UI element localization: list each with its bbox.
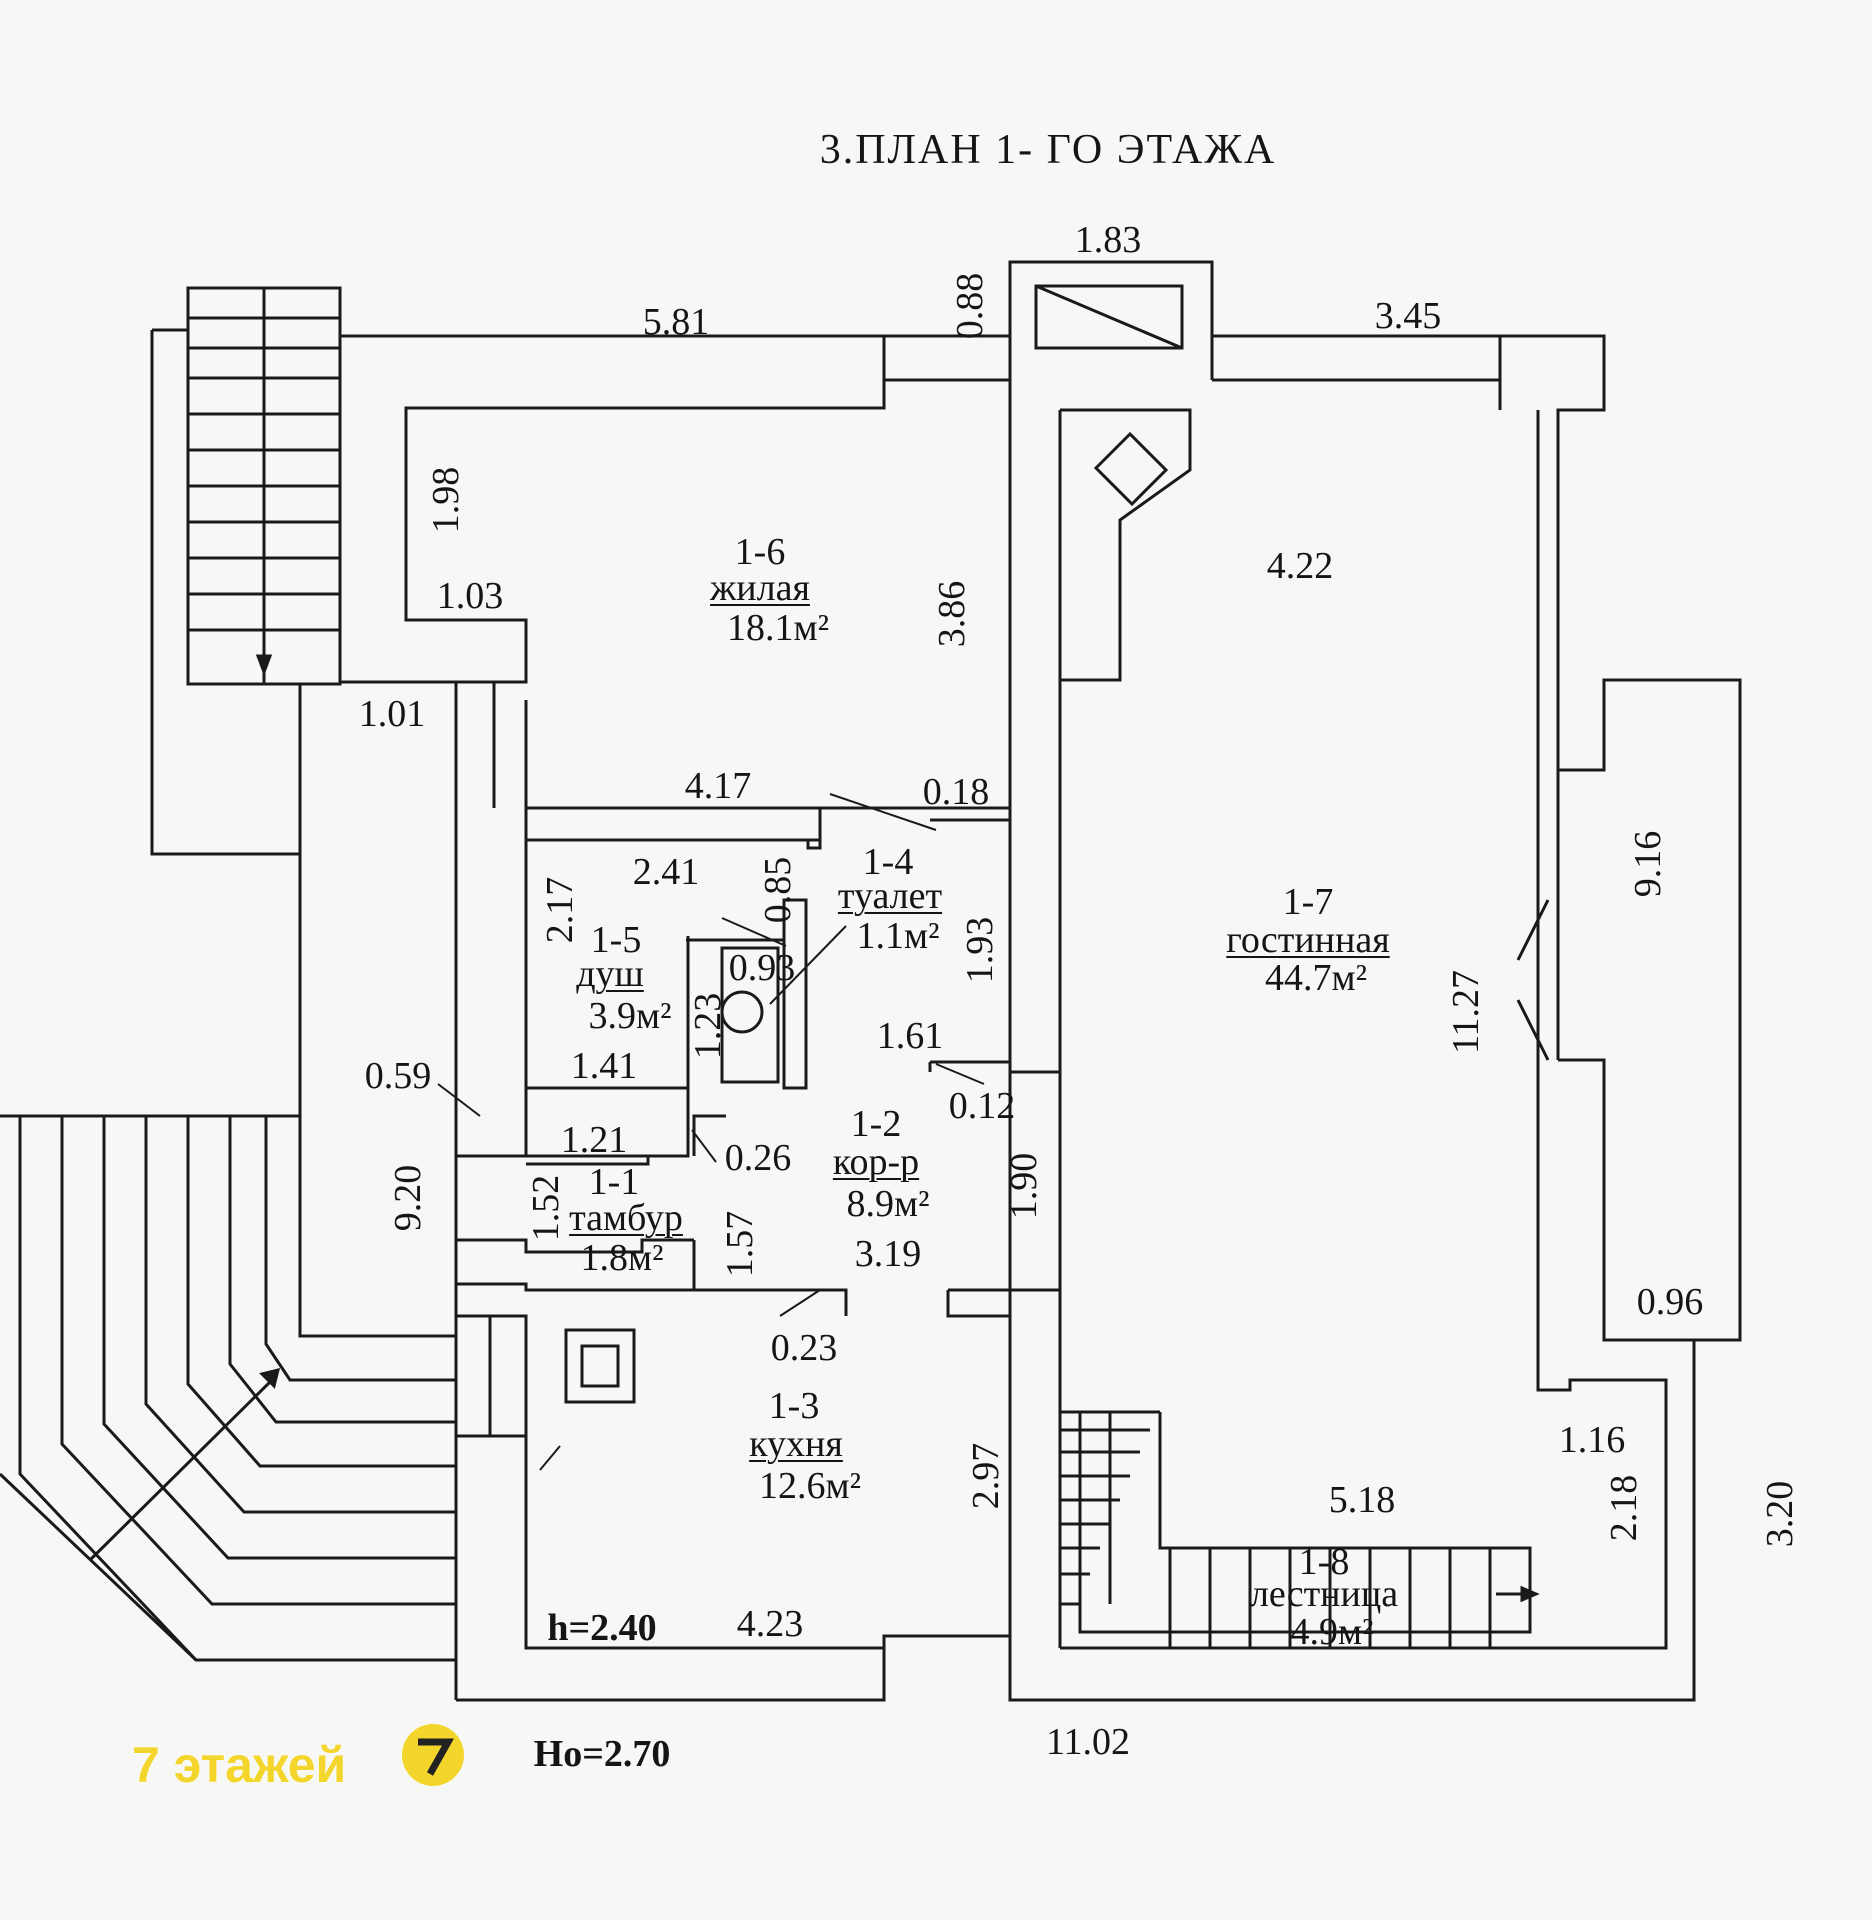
dim-2-97: 2.97: [965, 1442, 1007, 1510]
room-1-5-number: 1-5: [590, 919, 642, 961]
dim-1-52: 1.52: [525, 1174, 567, 1242]
room-1-2-name: кор-р: [832, 1141, 920, 1183]
room-1-1-area: 1.8м²: [580, 1237, 664, 1279]
dim-1-16: 1.16: [1558, 1419, 1626, 1461]
exterior-walls: [338, 260, 1742, 1702]
dim-1-21: 1.21: [560, 1119, 628, 1161]
chimney-block: [1034, 284, 1192, 682]
dim-1-61: 1.61: [876, 1015, 944, 1057]
dim-1-90: 1.90: [1003, 1152, 1045, 1220]
dim-1-01: 1.01: [358, 693, 426, 735]
dim-3-19: 3.19: [854, 1233, 922, 1275]
room-1-3-area: 12.6м²: [759, 1465, 861, 1507]
room-1-1-number: 1-1: [588, 1161, 640, 1203]
room-1-7-area: 44.7м²: [1265, 957, 1367, 999]
dim-3-20: 3.20: [1759, 1480, 1801, 1548]
room-1-1-name: тамбур: [569, 1197, 683, 1239]
dim-9-20: 9.20: [387, 1164, 429, 1232]
dim-2-17: 2.17: [539, 876, 581, 944]
dim-0-85: 0.85: [757, 856, 799, 924]
interior-walls: [454, 682, 1062, 1700]
room-1-5-name: душ: [576, 953, 644, 995]
room-1-4-number: 1-4: [862, 841, 914, 883]
dim-4-17: 4.17: [684, 765, 752, 807]
dim-1-83: 1.83: [1074, 219, 1142, 261]
dim-0-88: 0.88: [949, 272, 991, 340]
room-1-8-number: 1-8: [1298, 1541, 1350, 1583]
dimension-leaders: [437, 793, 985, 1471]
dim-5-18: 5.18: [1328, 1479, 1396, 1521]
room-1-4-name: туалет: [837, 875, 943, 917]
room-1-3-number: 1-3: [768, 1385, 820, 1427]
entrance-porch-steps: [0, 684, 456, 1662]
dim-3-86: 3.86: [931, 580, 973, 648]
dim-4-22: 4.22: [1266, 545, 1334, 587]
dim-5-81: 5.81: [642, 301, 710, 343]
dim-4-23: 4.23: [736, 1603, 804, 1645]
watermark-text: 7 этажей: [132, 1737, 347, 1793]
dim-9-16: 9.16: [1627, 830, 1669, 898]
watermark-badge: [402, 1724, 464, 1786]
dim-0-18: 0.18: [922, 771, 990, 813]
room-1-8-name: лестница: [1249, 1573, 1399, 1615]
room-1-6-name: жилая: [710, 567, 810, 609]
dim-0-26: 0.26: [724, 1137, 792, 1179]
dim-1-23: 1.23: [687, 992, 729, 1060]
room-1-6-area: 18.1м²: [727, 607, 829, 649]
room-1-6-number: 1-6: [734, 531, 786, 573]
dim-1-98: 1.98: [425, 466, 467, 534]
dim-1-93: 1.93: [959, 916, 1001, 984]
dim-0-93: 0.93: [728, 947, 796, 989]
dim-3-45: 3.45: [1374, 295, 1442, 337]
floor-height-label: Ho=2.70: [533, 1733, 671, 1775]
dim-1-03: 1.03: [436, 575, 504, 617]
room-1-5-area: 3.9м²: [588, 995, 672, 1037]
dim-11-02: 11.02: [1045, 1721, 1131, 1763]
room-1-8-area: 4.9м²: [1290, 1611, 1374, 1653]
watermark-logo-icon: [418, 1738, 454, 1776]
room-1-2-number: 1-2: [850, 1103, 902, 1145]
room-1-2-area: 8.9м²: [846, 1183, 930, 1225]
room-1-7-number: 1-7: [1282, 881, 1334, 923]
dim-1-57: 1.57: [719, 1210, 761, 1278]
dim-11-27: 11.27: [1445, 969, 1487, 1055]
dim-0-12: 0.12: [948, 1085, 1016, 1127]
room-1-4-area: 1.1м²: [856, 915, 940, 957]
dim-0-23: 0.23: [770, 1327, 838, 1369]
dim-0-59: 0.59: [364, 1055, 432, 1097]
plan-title: 3.ПЛАН 1- ГО ЭТАЖА: [819, 127, 1277, 173]
room-height-label: h=2.40: [547, 1607, 657, 1649]
room-1-7-name: гостинная: [1226, 919, 1390, 961]
dim-1-41: 1.41: [570, 1045, 638, 1087]
interior-staircase: [1060, 1410, 1540, 1648]
dim-0-96: 0.96: [1636, 1281, 1704, 1323]
dim-2-41: 2.41: [632, 851, 700, 893]
north-exterior-stair: [150, 286, 342, 856]
dim-2-18: 2.18: [1603, 1474, 1645, 1542]
room-1-3-name: кухня: [749, 1423, 843, 1465]
